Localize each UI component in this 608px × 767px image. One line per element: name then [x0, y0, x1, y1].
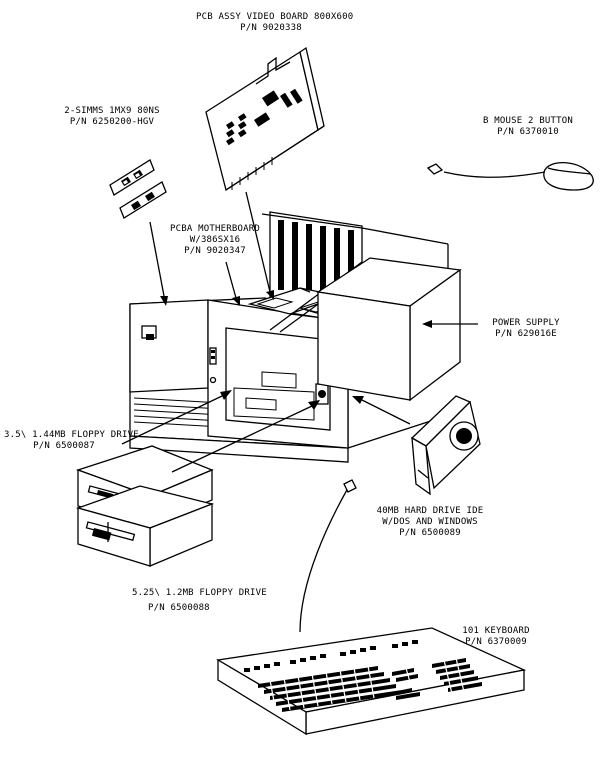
label-floppy-35-name: 3.5\ 1.44MB FLOPPY DRIVE — [4, 430, 139, 440]
label-simms: 2-SIMMS 1MX9 80NS P/N 6250200-HGV — [52, 106, 172, 128]
leader-lines — [121, 191, 478, 473]
floppy-525-drawing — [75, 485, 215, 567]
video-board-drawing — [205, 46, 325, 192]
label-floppy-525: 5.25\ 1.2MB FLOPPY DRIVE P/N 6500088 — [132, 588, 278, 614]
label-video-board: PCB ASSY VIDEO BOARD 800X600 P/N 9020338 — [196, 12, 354, 34]
label-power-supply-name: POWER SUPPLY — [492, 318, 560, 328]
label-keyboard-pn: P/N 6370009 — [465, 637, 527, 647]
label-video-board-pn: P/N 9020338 — [240, 23, 302, 33]
label-keyboard-name: 101 KEYBOARD — [462, 626, 530, 636]
label-motherboard-name-2: W/386SX16 — [189, 235, 241, 245]
label-mouse-name: B MOUSE 2 BUTTON — [483, 116, 573, 126]
label-motherboard: PCBA MOTHERBOARD W/386SX16 P/N 9020347 — [162, 224, 268, 257]
mouse-drawing — [426, 161, 594, 191]
label-hard-drive-pn: P/N 6500089 — [399, 528, 461, 538]
label-power-supply: POWER SUPPLY P/N 629016E — [478, 318, 574, 340]
label-mouse: B MOUSE 2 BUTTON P/N 6370010 — [468, 116, 588, 138]
simms-drawing — [109, 159, 167, 219]
label-floppy-35: 3.5\ 1.44MB FLOPPY DRIVE P/N 6500087 — [4, 430, 139, 452]
label-keyboard: 101 KEYBOARD P/N 6370009 — [446, 626, 546, 648]
label-mouse-pn: P/N 6370010 — [497, 127, 559, 137]
label-motherboard-name: PCBA MOTHERBOARD — [170, 224, 260, 234]
label-simms-name: 2-SIMMS 1MX9 80NS — [64, 106, 160, 116]
label-power-supply-pn: P/N 629016E — [495, 329, 557, 339]
label-floppy-525-pn: P/N 6500088 — [148, 603, 210, 613]
label-hard-drive-name: 40MB HARD DRIVE IDE — [376, 506, 484, 516]
label-floppy-525-name: 5.25\ 1.2MB FLOPPY DRIVE — [132, 588, 267, 598]
label-simms-pn: P/N 6250200-HGV — [69, 117, 155, 127]
label-hard-drive: 40MB HARD DRIVE IDE W/DOS AND WINDOWS P/… — [362, 506, 498, 539]
chassis-drawing — [129, 211, 449, 463]
label-floppy-35-pn: P/N 6500087 — [33, 441, 95, 451]
hard-drive-drawing — [410, 395, 481, 496]
label-hard-drive-name-2: W/DOS AND WINDOWS — [382, 517, 478, 527]
label-motherboard-pn: P/N 9020347 — [184, 246, 246, 256]
power-supply-drawing — [316, 257, 462, 402]
keyboard-drawing — [216, 479, 527, 736]
label-video-board-name: PCB ASSY VIDEO BOARD 800X600 — [196, 12, 354, 22]
